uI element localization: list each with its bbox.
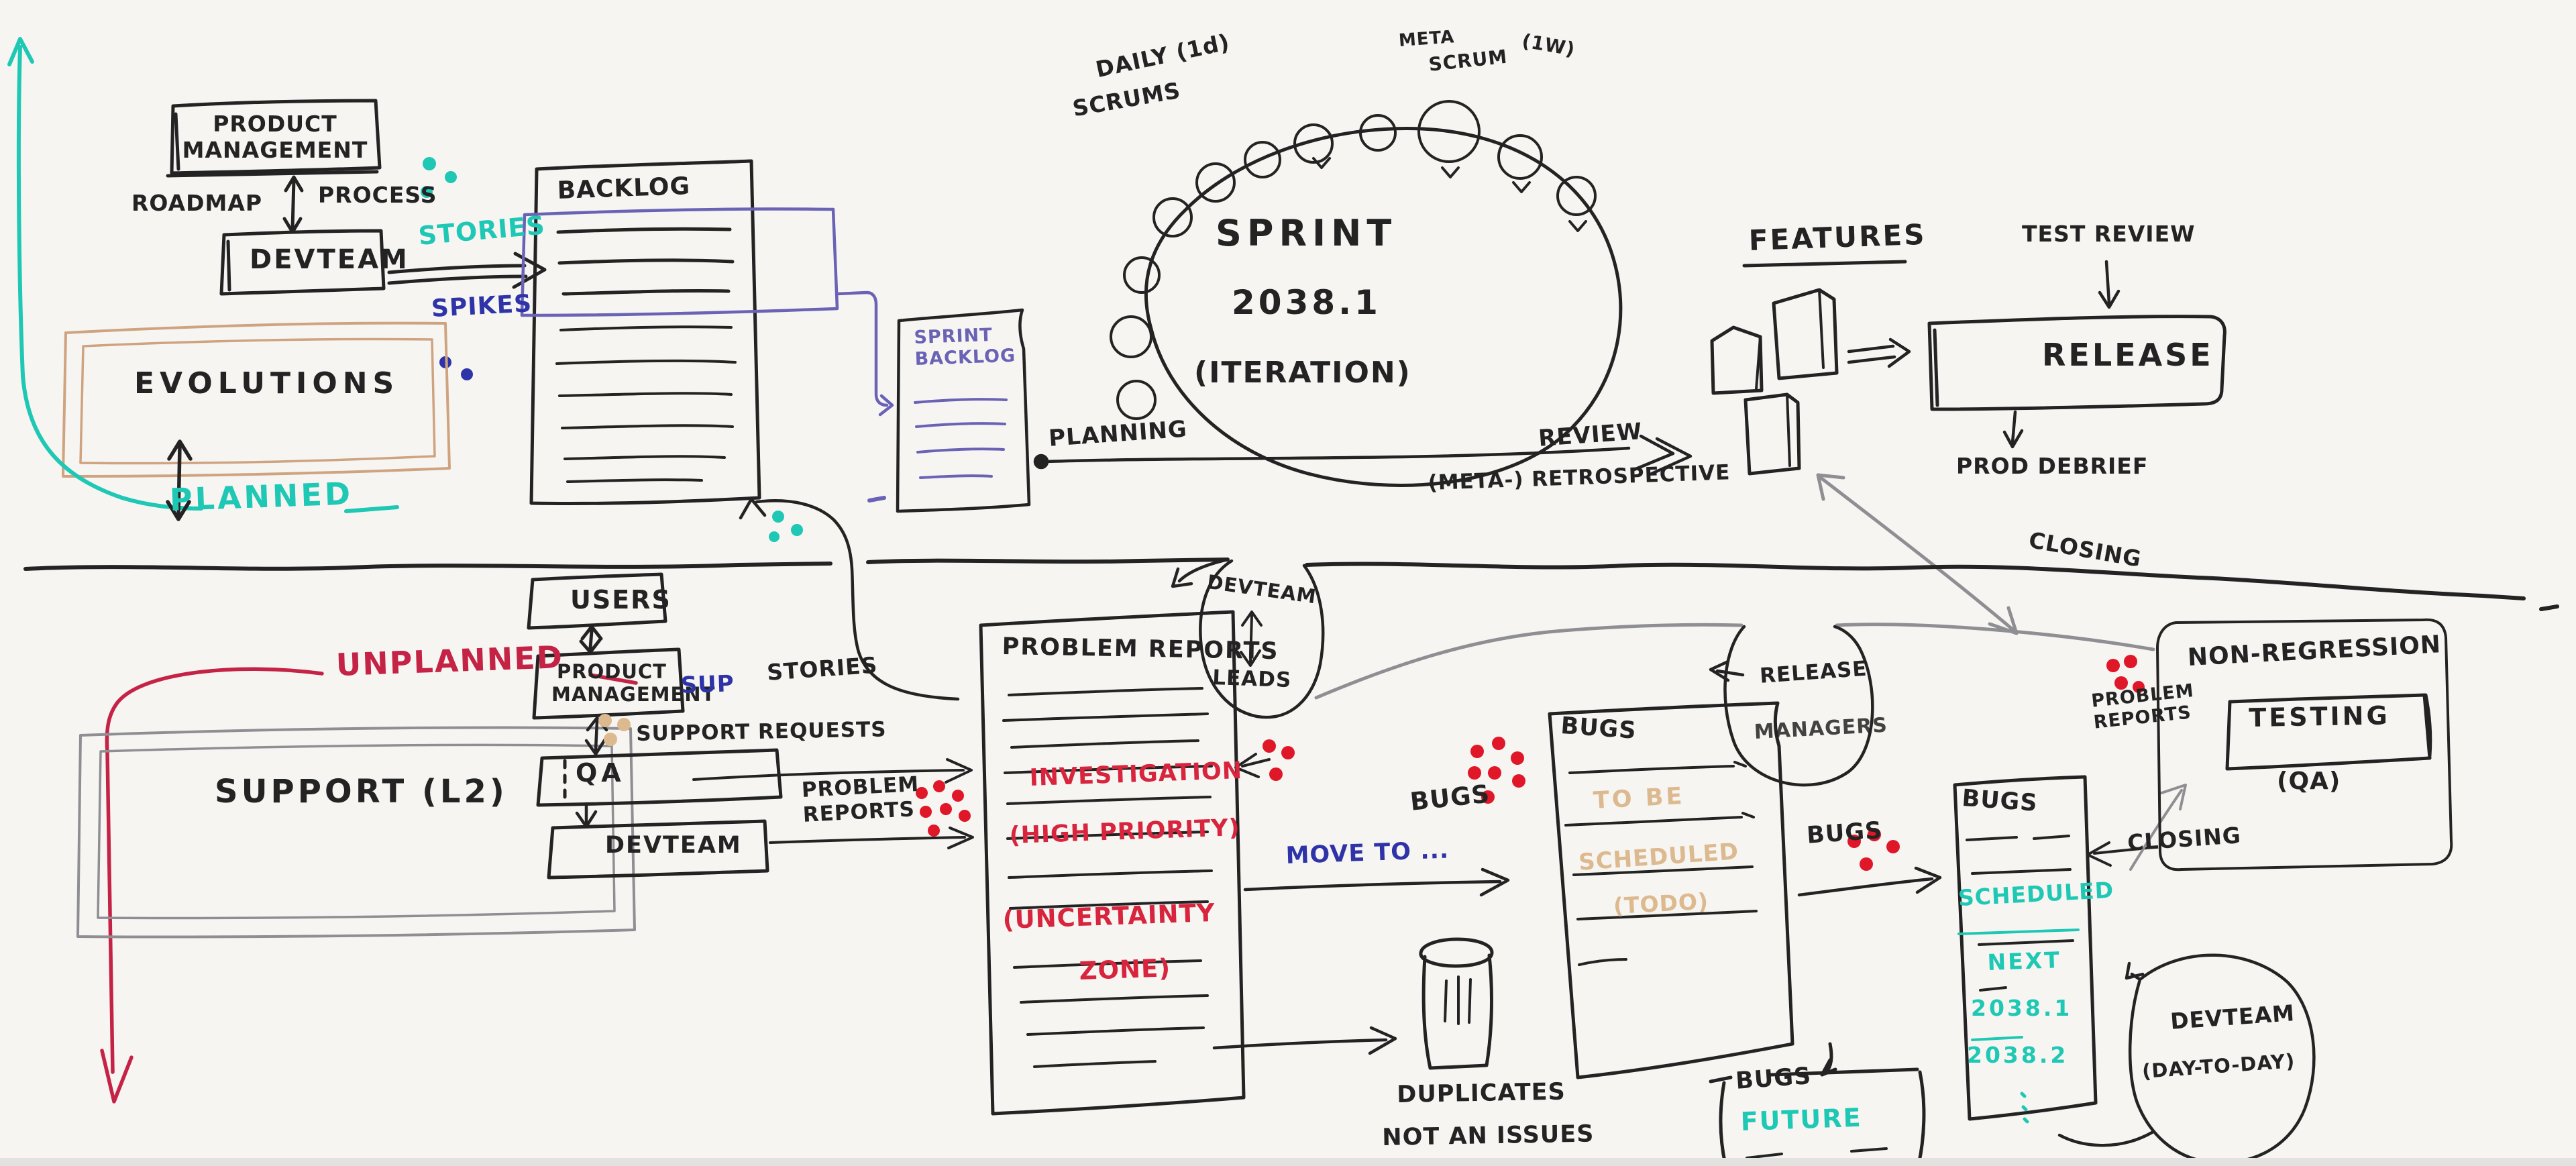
bugs-to-investigation-arrow — [1234, 753, 1271, 778]
support-requests-dots — [598, 714, 631, 746]
users-label: USERS — [570, 585, 672, 615]
planning-review-line — [1033, 434, 1693, 476]
feature-cubes — [1710, 288, 1839, 476]
scheduled-underlines — [1957, 929, 2080, 1124]
release-box — [1927, 315, 2226, 411]
sprint-title: SPRINT — [1216, 212, 1397, 254]
zone-label: ZONE) — [1079, 953, 1171, 986]
stories-dots — [421, 157, 457, 198]
spikes-dots — [439, 356, 473, 380]
sup-label: SUP — [680, 670, 735, 699]
bugs-dots-2 — [1847, 828, 1900, 871]
future-doc — [1709, 1042, 1926, 1166]
roadmap-label: ROADMAP — [131, 190, 263, 216]
product-management-box — [166, 99, 382, 178]
release-managers-balloon — [1709, 625, 1874, 787]
version-2038-2-label: 2038.2 — [1967, 1042, 2069, 1068]
backlog-arrow-dots — [769, 511, 803, 542]
devteam2-label: DEVTEAM — [605, 832, 742, 859]
future-doc-title: BUGS — [1735, 1063, 1813, 1095]
problem-reports-title: PROBLEM REPORTS — [1002, 633, 1279, 666]
qa-to-reports-arrow — [692, 758, 973, 784]
future-label: FUTURE — [1740, 1102, 1863, 1136]
investigation-dots — [1263, 739, 1295, 781]
problem-reports-doc — [979, 610, 1246, 1116]
devteam-day-balloon — [2057, 953, 2316, 1165]
support-requests-label: SUPPORT REQUESTS — [636, 717, 887, 746]
devteam-box — [219, 229, 386, 296]
users-pm-arrow — [579, 625, 603, 654]
bugs-label-2: BUGS — [1806, 817, 1884, 849]
move-to-arrow — [1243, 867, 1510, 897]
nrt-panel — [2156, 618, 2453, 871]
features-label: FEATURES — [1748, 217, 1927, 257]
backlog-selection-box — [520, 207, 839, 317]
evolutions-label: EVOLUTIONS — [134, 366, 400, 401]
features-to-release-arrow — [1847, 337, 1911, 368]
next-label: NEXT — [1986, 947, 2062, 975]
qa-box — [536, 748, 783, 807]
unplanned-curve — [100, 667, 638, 1104]
devteam-to-reports-arrow — [769, 827, 974, 849]
stories-to-backlog-path — [739, 497, 960, 701]
nrt-dots — [2106, 655, 2145, 693]
version-2038-1-label: 2038.1 — [1971, 995, 2073, 1021]
test-review-label: TEST REVIEW — [2022, 221, 2196, 247]
features-underline — [1742, 260, 1907, 268]
product-management-label: PRODUCT MANAGEMENT — [182, 111, 368, 163]
backlog-title: BACKLOG — [557, 172, 691, 205]
meta-scrum-label-1: META — [1398, 27, 1456, 51]
review-to-nrt-line — [1314, 623, 2155, 700]
sprint-subtitle: (ITERATION) — [1194, 356, 1411, 390]
to-be-label: TO BE — [1593, 782, 1686, 814]
release-to-debrief-arrow — [2002, 410, 2024, 449]
sprint-backlog-lines — [914, 398, 1008, 479]
sprint-backlog-doc — [896, 308, 1031, 513]
backlog-doc — [529, 159, 761, 506]
devteam-leads-balloon — [1171, 558, 1325, 719]
product-management2-label: PRODUCT MANAGEMENT — [551, 660, 716, 706]
devteam-leads-label-2: LEADS — [1212, 666, 1292, 693]
todo-label: (TODO) — [1612, 888, 1709, 919]
nrt-testing-label: TESTING — [2249, 700, 2391, 733]
backlog-to-sprintbacklog-connector — [835, 290, 894, 502]
sprint-loops — [1110, 100, 1597, 420]
nrt-qa-label: (QA) — [2277, 767, 2341, 795]
spikes-label: SPIKES — [431, 290, 533, 323]
test-review-arrow — [2098, 260, 2121, 309]
problem-reports-small-label: PROBLEM REPORTS — [801, 772, 920, 827]
sprint-circle — [1144, 126, 1623, 487]
prod-debrief-label: PROD DEBRIEF — [1956, 453, 2149, 479]
devteam2-box — [547, 819, 769, 880]
planned-label: PLANNED — [169, 475, 354, 518]
not-an-issues-label: NOT AN ISSUES — [1382, 1120, 1595, 1151]
bugs-doc-title: BUGS — [1560, 712, 1638, 745]
bugs-dots-1 — [1468, 737, 1525, 804]
users-box — [527, 572, 667, 630]
move-to-label: MOVE TO ... — [1285, 837, 1450, 869]
planned-unplanned-arrow — [166, 439, 193, 521]
reports-to-trash-arrow — [1212, 1026, 1397, 1055]
bugs-doc — [1548, 701, 1794, 1079]
sprint-backlog-title: SPRINT BACKLOG — [914, 324, 1016, 370]
duplicates-label: DUPLICATES — [1397, 1078, 1566, 1108]
process-label: PROCESS — [318, 182, 437, 208]
scheduled-doc — [1953, 775, 2098, 1121]
support-l2-label: SUPPORT (L2) — [215, 773, 508, 810]
qa-label: QA — [576, 758, 625, 788]
sprint-version: 2038.1 — [1232, 283, 1381, 322]
product-management2-box — [532, 647, 685, 720]
problem-reports-dots — [916, 780, 971, 837]
closing-diagonal-arrow — [1816, 473, 2019, 635]
support-box — [76, 726, 636, 939]
bugs-to-scheduled-arrow — [1797, 866, 1942, 897]
planned-unplanned-divider — [23, 558, 2559, 611]
devteam-label: DEVTEAM — [250, 244, 409, 275]
release-label: RELEASE — [2042, 337, 2214, 373]
closing-arrows — [2086, 784, 2187, 871]
scheduled-doc-title: BUGS — [1961, 785, 2039, 817]
roadmap-process-arrow — [282, 175, 304, 234]
trash-icon — [1419, 937, 1494, 1070]
